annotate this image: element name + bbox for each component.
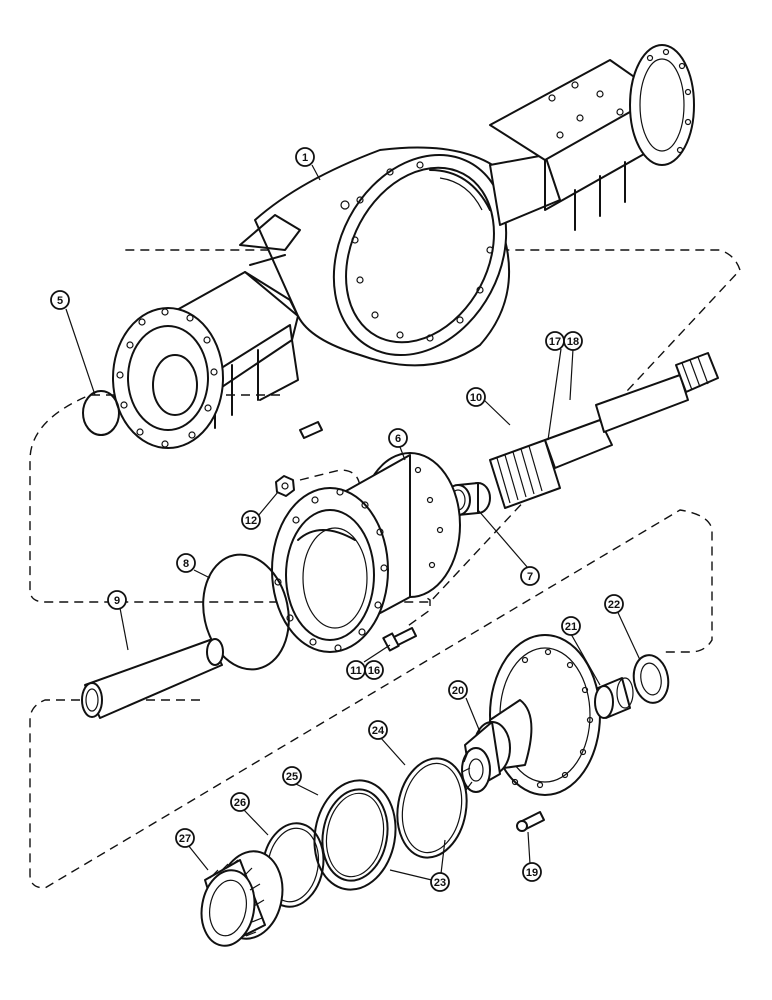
dashed-path-bolt [404, 589, 431, 629]
callout-circle [522, 862, 542, 882]
part-bolt [382, 627, 417, 652]
callout-17: 17 [545, 331, 565, 351]
callout-number: 26 [234, 797, 246, 809]
callout-number: 25 [286, 771, 298, 783]
part-axle-shaft [489, 352, 719, 509]
callout-22: 22 [604, 594, 624, 614]
callout-number: 11 [350, 665, 362, 677]
callout-circle [230, 792, 250, 812]
part-o-ring-large [202, 553, 290, 671]
part-roller-bearing [200, 850, 284, 947]
callout-18: 18 [563, 331, 583, 351]
part-small-bolt [516, 811, 545, 832]
callout-circle [563, 331, 583, 351]
callout-number: 7 [527, 571, 533, 583]
callout-number: 9 [114, 595, 120, 607]
part-carrier-flange [271, 452, 461, 653]
part-seal [632, 654, 670, 704]
callout-1: 1 [295, 147, 315, 167]
callout-circle [466, 387, 486, 407]
callout-circle [241, 510, 261, 530]
callout-number: 8 [183, 558, 189, 570]
callout-10: 10 [466, 387, 486, 407]
callout-circle [176, 553, 196, 573]
callout-number: 23 [434, 877, 446, 889]
callout-number: 5 [57, 295, 63, 307]
callout-circle [520, 566, 540, 586]
callout-number: 22 [608, 599, 620, 611]
callout-number: 17 [549, 336, 561, 348]
callout-7: 7 [520, 566, 540, 586]
callout-27: 27 [175, 828, 195, 848]
callout-circle [368, 720, 388, 740]
callout-circle [388, 428, 408, 448]
callout-19: 19 [522, 862, 542, 882]
callout-circle [107, 590, 127, 610]
callout-11: 11 [346, 660, 366, 680]
part-nut [275, 475, 295, 497]
part-bearing-cup [594, 677, 634, 719]
callout-24: 24 [368, 720, 388, 740]
part-stud [299, 421, 323, 439]
callout-8: 8 [176, 553, 196, 573]
callout-26: 26 [230, 792, 250, 812]
callout-16: 16 [364, 660, 384, 680]
callout-number: 12 [245, 515, 257, 527]
part-tube [81, 638, 224, 719]
callout-6: 6 [388, 428, 408, 448]
callout-20: 20 [448, 680, 468, 700]
callout-number: 24 [372, 725, 385, 737]
part-o-ring-small [82, 390, 120, 436]
callout-23: 23 [430, 872, 450, 892]
callout-number: 1 [302, 152, 308, 164]
callout-circle [430, 872, 450, 892]
callout-circle [175, 828, 195, 848]
dashed-path-lower [29, 509, 713, 889]
callout-layer: 1 5 6 7 8 9 10 11 16 12 17 18 19 20 21 22 23 24 25 26 27 [50, 147, 624, 892]
callout-12: 12 [241, 510, 261, 530]
callout-circle [448, 680, 468, 700]
part-seal-ring [313, 779, 397, 891]
callout-circle [364, 660, 384, 680]
callout-circle [561, 616, 581, 636]
callout-circle [295, 147, 315, 167]
callout-number: 27 [179, 833, 191, 845]
callout-number: 19 [526, 867, 538, 879]
callout-number: 18 [567, 336, 579, 348]
part-ring [396, 757, 468, 859]
callout-number: 6 [395, 433, 401, 445]
callout-5: 5 [50, 290, 70, 310]
callout-circle [282, 766, 302, 786]
callout-9: 9 [107, 590, 127, 610]
callout-21: 21 [561, 616, 581, 636]
callout-number: 16 [368, 665, 380, 677]
axle-housing [112, 44, 695, 449]
callout-number: 10 [470, 392, 482, 404]
dashed-path-upper [29, 249, 741, 603]
callout-circle [50, 290, 70, 310]
callout-25: 25 [282, 766, 302, 786]
part-wheel-hub [461, 634, 601, 796]
callout-circle [604, 594, 624, 614]
callout-number: 21 [565, 621, 577, 633]
callout-number: 20 [452, 685, 464, 697]
